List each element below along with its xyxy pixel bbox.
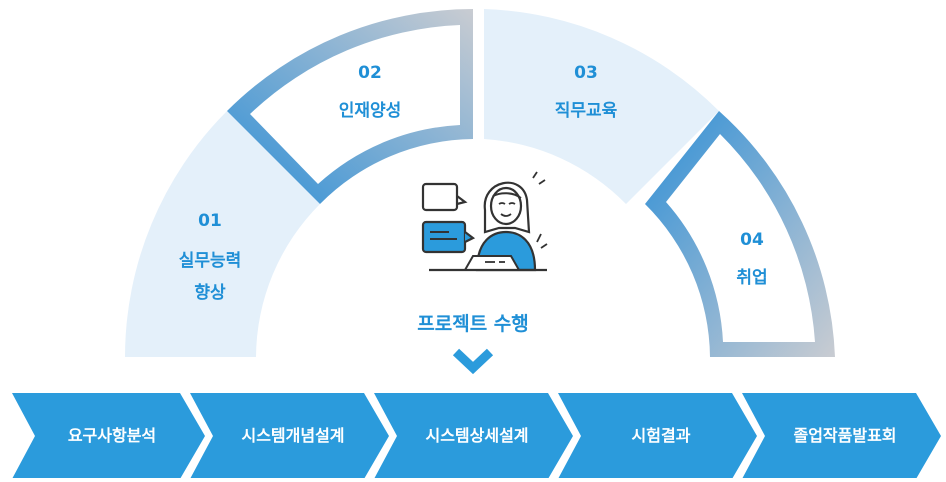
chevron-down-icon (452, 348, 494, 375)
process-step-5-shape (742, 393, 941, 479)
process-step-4-shape (558, 393, 757, 479)
process-step-4-label: 시험결과 (631, 426, 691, 445)
student-writing-icon (421, 171, 548, 272)
center-title: 프로젝트 수행 (417, 313, 529, 335)
segment-03-number: 03 (574, 63, 598, 83)
segment-01-shape (125, 111, 320, 357)
process-arrows (12, 393, 941, 479)
segment-03-shape (484, 9, 719, 204)
process-step-3-label: 시스템상세설계 (425, 426, 529, 445)
segment-04-number: 04 (740, 230, 764, 250)
segment-02-inner (250, 25, 460, 184)
process-step-1-label: 요구사항분석 (67, 426, 157, 445)
segment-01-number: 01 (198, 211, 222, 231)
process-step-2-label: 시스템개념설계 (241, 426, 345, 445)
process-step-1-shape (12, 393, 205, 479)
segment-04-inner (666, 134, 815, 342)
process-step-5-label: 졸업작품발표회 (793, 426, 897, 445)
segment-01-label-line1: 실무능력 (178, 251, 242, 271)
segment-03-label: 직무교육 (554, 101, 618, 121)
segment-01-label-line2: 향상 (194, 283, 226, 303)
segment-04-label: 취업 (736, 268, 768, 288)
process-step-3-shape (374, 393, 573, 479)
segment-02-number: 02 (358, 63, 382, 83)
segment-02-label: 인재양성 (338, 101, 402, 121)
process-step-2-shape (190, 393, 389, 479)
